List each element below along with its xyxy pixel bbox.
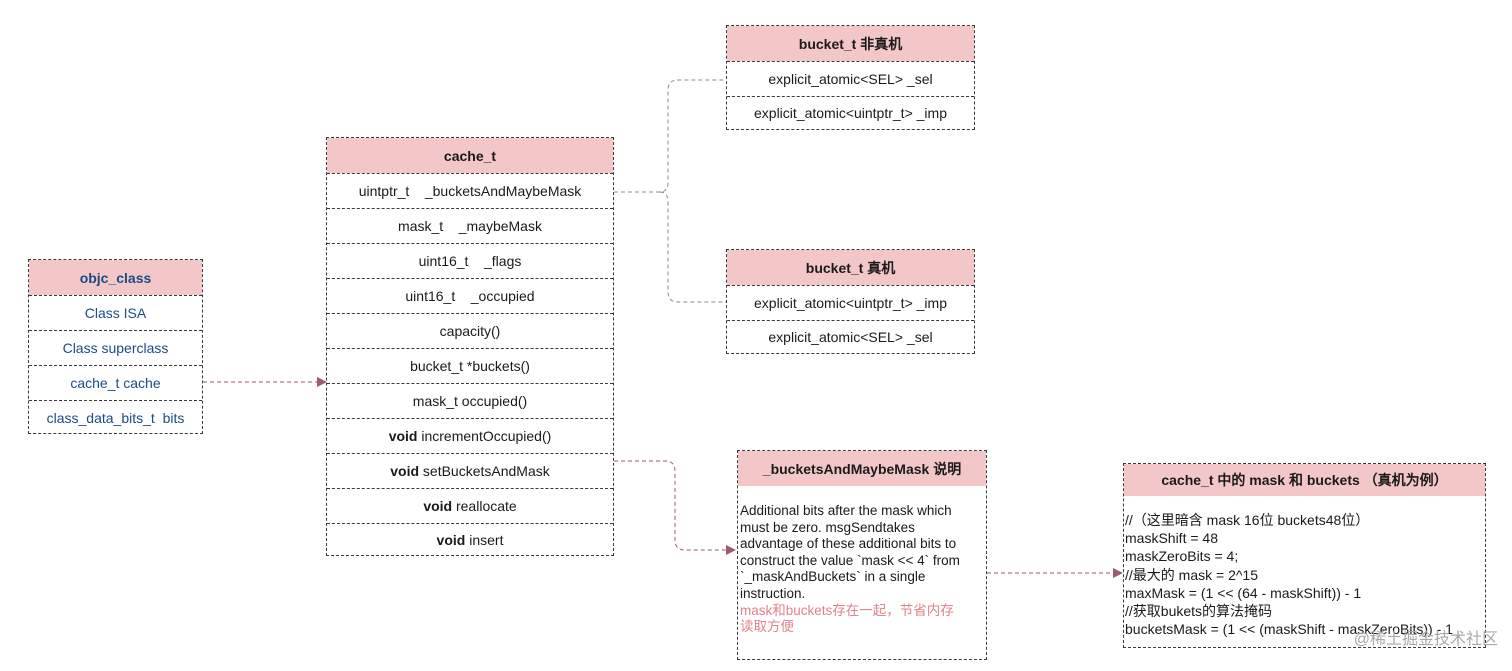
bucket-sim-field: explicit_atomic<uintptr_t> _imp <box>727 96 974 129</box>
cache-t-field-text: capacity() <box>439 323 501 339</box>
bucket-sim-title: bucket_t 非真机 <box>727 26 974 61</box>
cache-t-field: uint16_t _occupied <box>327 278 613 313</box>
mask-line: bucketsMask = (1 << (maskShift - maskZer… <box>1125 621 1453 638</box>
cache-t-field-keyword: void <box>388 428 418 444</box>
cache-t-field-text: uint16_t _flags <box>418 253 522 269</box>
cache-t-field-keyword: void <box>423 498 453 514</box>
mask-buckets-box: cache_t 中的 mask 和 buckets （真机为例） //（这里暗含… <box>1123 463 1486 648</box>
bucket-real-title: bucket_t 真机 <box>727 250 974 285</box>
mask-line: maxMask = (1 << (64 - maskShift)) - 1 <box>1125 584 1362 601</box>
buckets-note-box: _bucketsAndMaybeMask 说明 Additional bits … <box>737 450 987 660</box>
watermark: @稀土掘金技术社区 <box>1353 631 1498 648</box>
link-buckets-to-bucket-real <box>659 191 726 303</box>
note-highlight-line: mask和buckets存在一起，节省内存 <box>740 602 954 618</box>
mask-line: maskShift = 48 <box>1125 530 1218 547</box>
mask-line: maskZeroBits = 4; <box>1125 548 1239 565</box>
note-line: instruction. <box>740 585 806 601</box>
arrow-setbuckets-to-note <box>614 460 736 555</box>
cache-t-field: uint16_t _flags <box>327 243 613 278</box>
cache-t-field-text: mask_t _maybeMask <box>398 218 542 234</box>
cache-t-field-text: setBucketsAndMask <box>419 463 550 479</box>
cache-t-field: void reallocate <box>327 488 613 523</box>
cache-t-fields: uintptr_t _bucketsAndMaybeMask mask_t _ma… <box>327 173 613 555</box>
cache-t-field: mask_t _maybeMask <box>327 208 613 243</box>
mask-buckets-title: cache_t 中的 mask 和 buckets （真机为例） <box>1124 464 1485 496</box>
cache-t-field: capacity() <box>327 313 613 348</box>
mask-line: //最大的 mask = 2^15 <box>1125 566 1258 583</box>
cache-t-field-text: insert <box>465 531 504 548</box>
objc-class-field: Class superclass <box>29 330 202 365</box>
objc-class-field: cache_t cache <box>29 365 202 400</box>
note-line: `_maskAndBuckets` in a single <box>740 569 926 585</box>
cache-t-field-text: mask_t occupied() <box>412 393 528 409</box>
bucket-sim-field: explicit_atomic<SEL> _sel <box>727 61 974 96</box>
cache-t-field: void setBucketsAndMask <box>327 453 613 488</box>
note-line: Additional bits after the mask which <box>740 503 952 518</box>
bucket-sim-box: bucket_t 非真机 explicit_atomic<SEL> _sel e… <box>726 25 975 130</box>
mask-line: //（这里暗含 mask 16位 buckets48位） <box>1125 512 1370 528</box>
cache-t-title: cache_t <box>327 138 613 173</box>
cache-t-field-text: reallocate <box>452 498 517 514</box>
cache-t-field-text: uint16_t _occupied <box>405 288 535 304</box>
cache-t-field-keyword: void <box>436 531 466 548</box>
cache-t-field-text: incrementOccupied() <box>417 428 552 444</box>
cache-t-field: mask_t occupied() <box>327 383 613 418</box>
cache-t-field-text: bucket_t *buckets() <box>410 358 530 374</box>
cache-t-field-keyword: void <box>390 463 420 479</box>
link-buckets-to-bucket-sim <box>614 79 726 193</box>
cache-t-field: bucket_t *buckets() <box>327 348 613 383</box>
cache-t-field-text: uintptr_t _bucketsAndMaybeMask <box>358 183 582 199</box>
note-line: construct the value `mask << 4` from <box>740 552 960 568</box>
objc-class-field: Class ISA <box>29 295 202 330</box>
cache-t-field: void incrementOccupied() <box>327 418 613 453</box>
objc-class-title: objc_class <box>29 260 202 295</box>
bucket-real-box: bucket_t 真机 explicit_atomic<uintptr_t> _… <box>726 249 975 354</box>
bucket-real-field: explicit_atomic<uintptr_t> _imp <box>727 285 974 320</box>
bucket-real-field: explicit_atomic<SEL> _sel <box>727 320 974 353</box>
cache-t-field: void insert <box>327 523 613 555</box>
objc-class-box: objc_class Class ISA Class superclass ca… <box>28 259 203 434</box>
note-highlight-line: 读取方便 <box>740 619 794 635</box>
buckets-note-title: _bucketsAndMaybeMask 说明 <box>738 451 986 486</box>
mask-buckets-body: //（这里暗含 mask 16位 buckets48位） maskShift =… <box>1125 511 1485 638</box>
buckets-note-body: Additional bits after the mask which mus… <box>740 503 990 636</box>
note-line: must be zero. msgSendtakes <box>740 519 915 535</box>
cache-t-field: uintptr_t _bucketsAndMaybeMask <box>327 173 613 208</box>
note-line: advantage of these additional bits to <box>740 536 957 552</box>
mask-line: //获取bukets的算法掩码 <box>1125 603 1273 620</box>
objc-class-field: class_data_bits_t bits <box>29 400 202 434</box>
